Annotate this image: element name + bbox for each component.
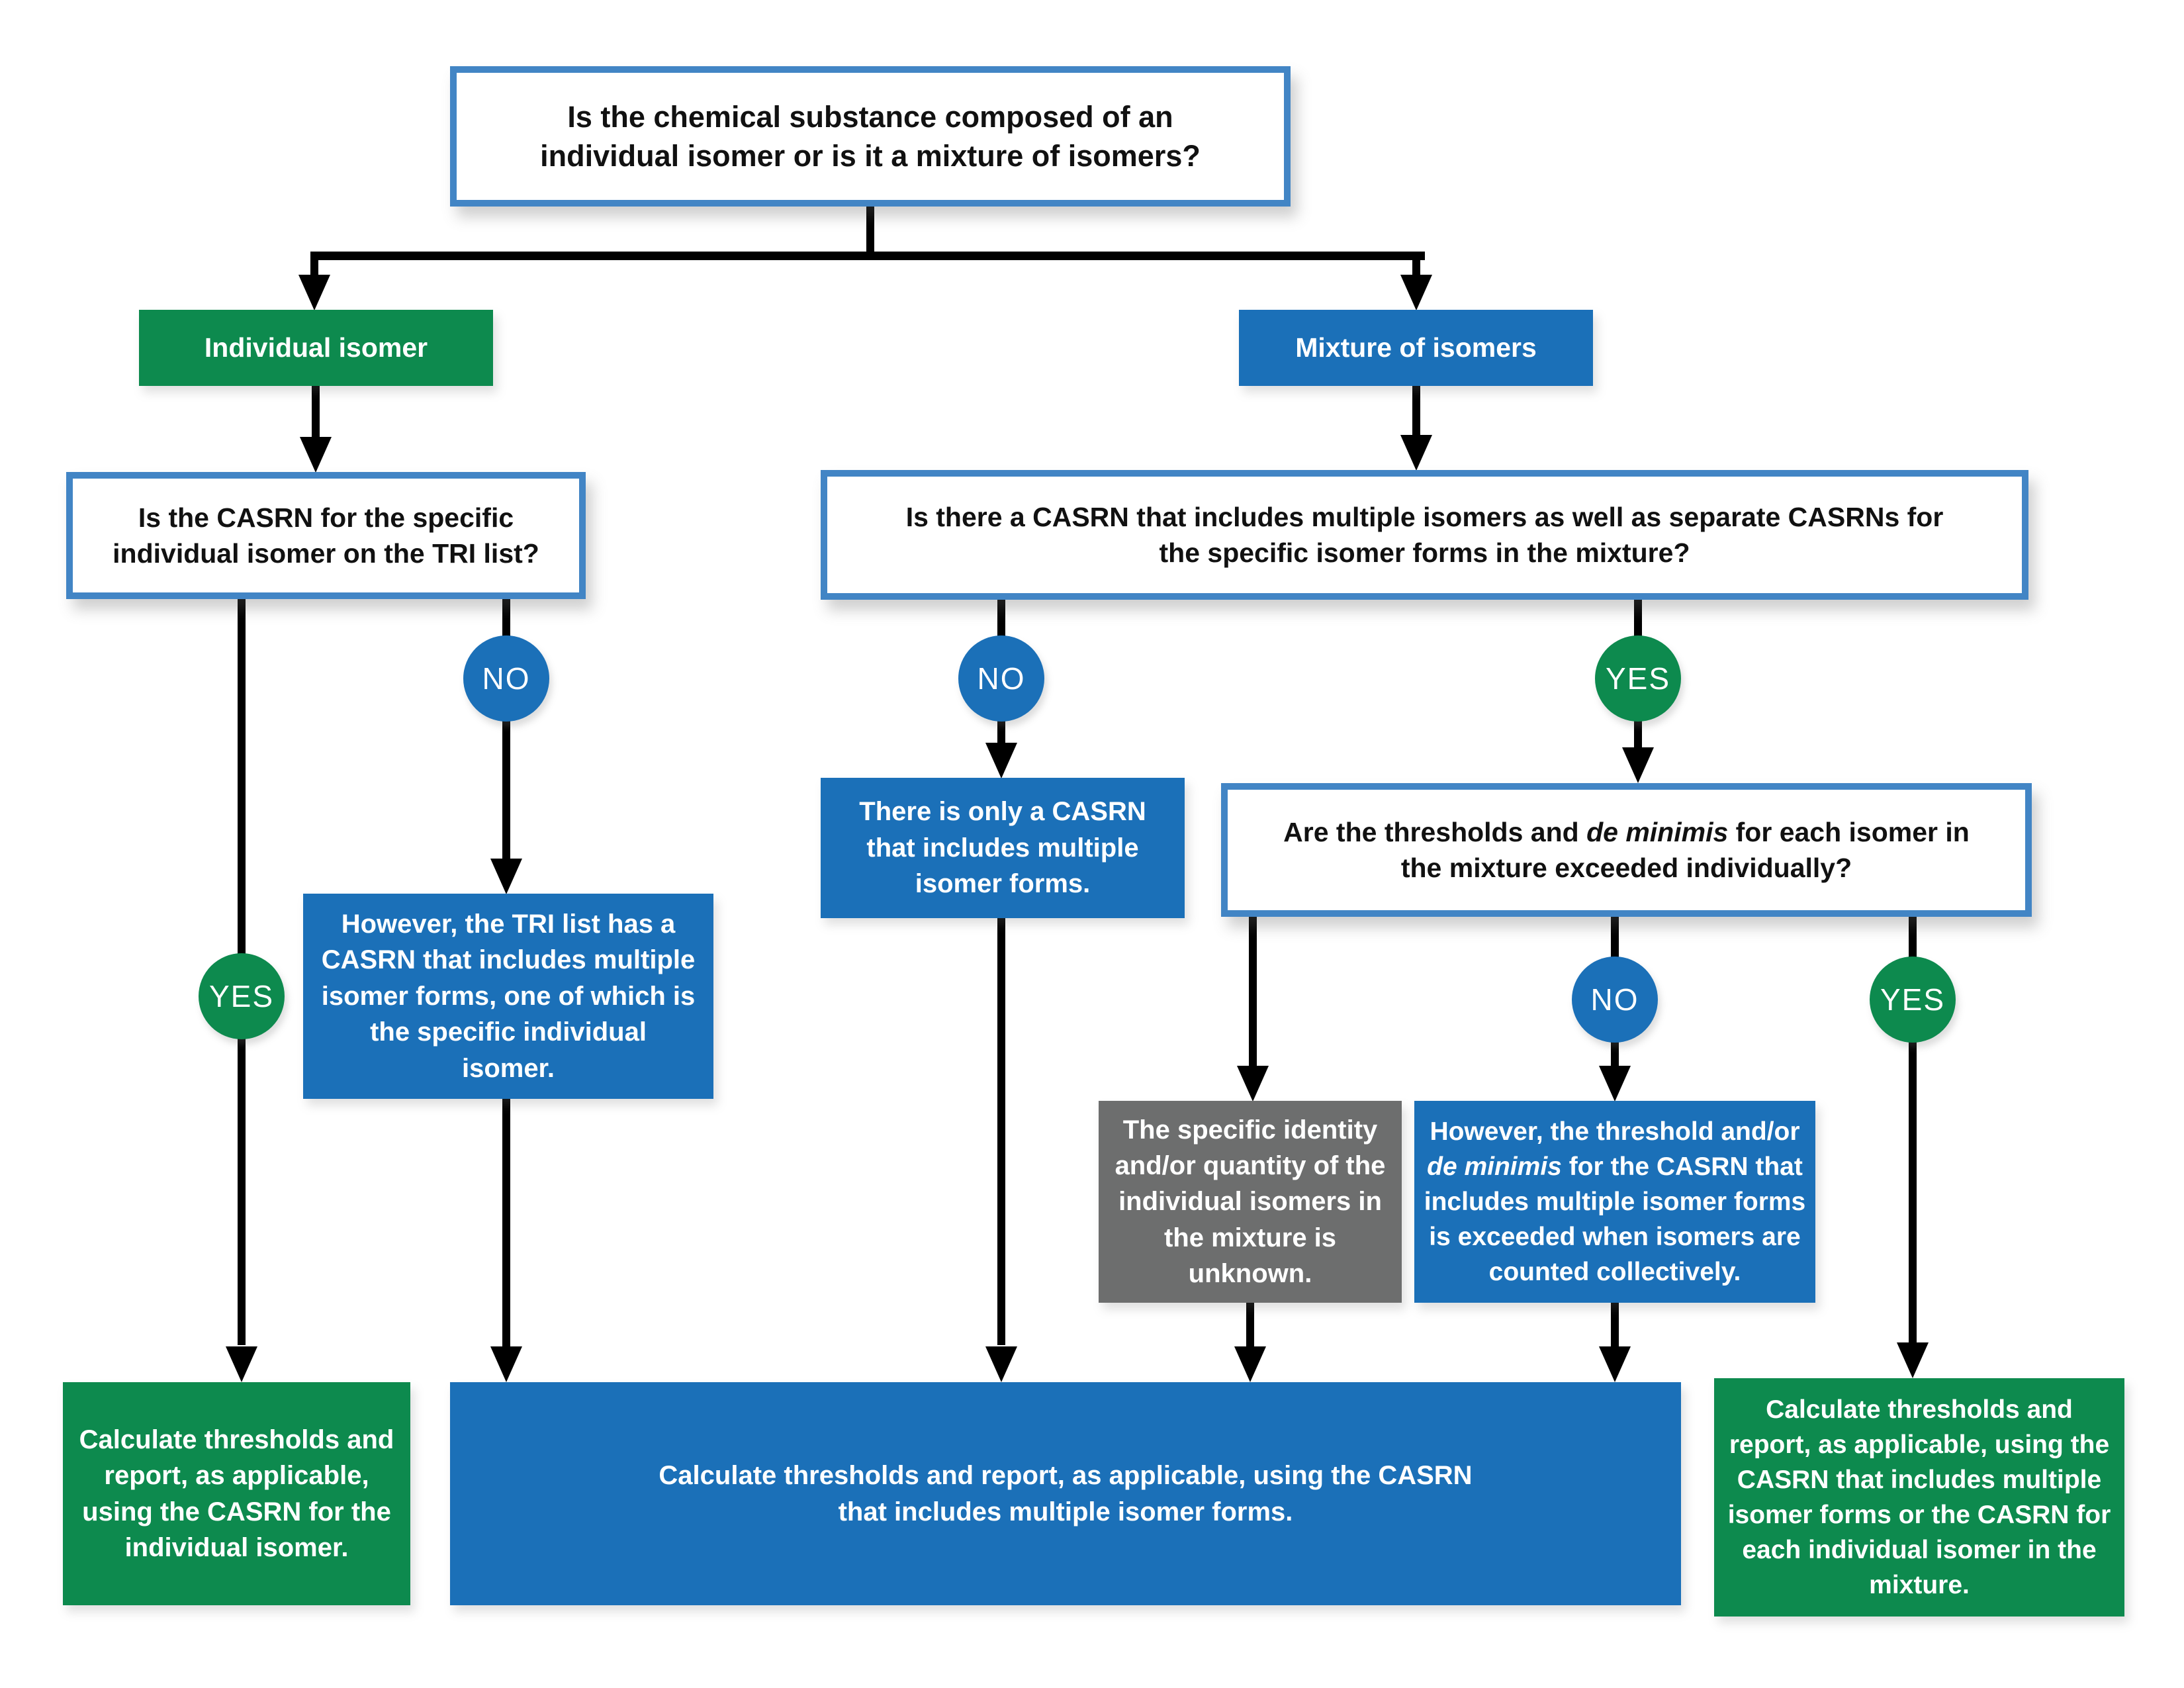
path-unknown-identity bbox=[1249, 917, 1257, 1067]
connector-individual-question bbox=[312, 386, 320, 438]
arrowhead-mixture-question bbox=[1400, 435, 1432, 471]
individual-branch-label: Individual isomer bbox=[204, 332, 428, 363]
arrowhead-outcome-individual bbox=[226, 1346, 257, 1382]
thresholds-question-seg1: Are the thresholds and bbox=[1283, 816, 1587, 847]
connector-to-mixture bbox=[1412, 252, 1420, 277]
arrowhead-outcome-either bbox=[1897, 1342, 1929, 1378]
arrowhead-individual-branch bbox=[298, 275, 330, 310]
however-threshold-seg2: for the CASRN that includes multiple iso… bbox=[1424, 1152, 1806, 1287]
outcome-individual-box: Calculate thresholds and report, as appl… bbox=[63, 1382, 410, 1605]
mixture-yes-circle: YES bbox=[1595, 635, 1681, 722]
arrowhead-unknown-identity bbox=[1237, 1066, 1269, 1102]
mixture-question-text: Is there a CASRN that includes multiple … bbox=[905, 501, 1944, 568]
arrowhead-big-blue-3 bbox=[1234, 1346, 1266, 1382]
path-unknown-out bbox=[1246, 1303, 1254, 1346]
however-tri-box: However, the TRI list has a CASRN that i… bbox=[303, 894, 713, 1099]
thresholds-no-circle: NO bbox=[1572, 957, 1658, 1043]
path-only-casrn-out bbox=[997, 918, 1005, 1345]
outcome-individual-text: Calculate thresholds and report, as appl… bbox=[79, 1425, 394, 1562]
outcome-multiple-text: Calculate thresholds and report, as appl… bbox=[659, 1461, 1473, 1526]
thresholds-question-de-minimis: de minimis bbox=[1586, 816, 1729, 847]
thresholds-question-box: Are the thresholds and de minimis for ea… bbox=[1221, 783, 2032, 917]
outcome-either-text: Calculate thresholds and report, as appl… bbox=[1727, 1395, 2111, 1600]
however-threshold-seg1: However, the threshold and/or bbox=[1430, 1117, 1800, 1146]
however-tri-text: However, the TRI list has a CASRN that i… bbox=[321, 910, 696, 1083]
thresholds-question-seg2: for each isomer in the mixture exceeded … bbox=[1400, 816, 1970, 883]
outcome-either-box: Calculate thresholds and report, as appl… bbox=[1714, 1378, 2124, 1617]
individual-question-box: Is the CASRN for the specific individual… bbox=[66, 472, 586, 599]
however-threshold-text: However, the threshold and/or de minimis… bbox=[1422, 1114, 1807, 1289]
top-question-text: Is the chemical substance composed of an… bbox=[540, 99, 1201, 173]
outcome-multiple-box: Calculate thresholds and report, as appl… bbox=[450, 1382, 1681, 1605]
mixture-yes-label: YES bbox=[1605, 661, 1671, 696]
individual-branch-box: Individual isomer bbox=[139, 310, 493, 386]
arrowhead-big-blue-2 bbox=[985, 1346, 1017, 1382]
thresholds-no-label: NO bbox=[1590, 982, 1639, 1017]
however-threshold-de-minimis: de minimis bbox=[1427, 1152, 1562, 1181]
connector-top-stem bbox=[866, 207, 874, 253]
individual-question-text: Is the CASRN for the specific individual… bbox=[113, 502, 539, 569]
connector-branch-bar bbox=[310, 252, 1425, 260]
connector-to-individual bbox=[310, 252, 318, 277]
individual-yes-circle: YES bbox=[199, 953, 285, 1039]
individual-yes-label: YES bbox=[208, 979, 275, 1013]
arrowhead-only-casrn bbox=[985, 743, 1017, 778]
path-however-threshold-out bbox=[1611, 1303, 1619, 1346]
thresholds-yes-label: YES bbox=[1880, 982, 1946, 1017]
only-casrn-text: There is only a CASRN that includes mult… bbox=[859, 797, 1146, 899]
unknown-identity-box: The specific identity and/or quantity of… bbox=[1099, 1101, 1402, 1303]
mixture-question-box: Is there a CASRN that includes multiple … bbox=[821, 470, 2028, 600]
mixture-no-circle: NO bbox=[958, 635, 1044, 722]
however-threshold-box: However, the threshold and/or de minimis… bbox=[1414, 1101, 1815, 1303]
top-question-box: Is the chemical substance composed of an… bbox=[450, 66, 1291, 207]
individual-no-label: NO bbox=[482, 661, 531, 696]
individual-no-circle: NO bbox=[463, 635, 549, 722]
arrowhead-mixture-branch bbox=[1400, 275, 1432, 310]
path-however-tri-out bbox=[502, 1099, 510, 1346]
arrowhead-big-blue-1 bbox=[490, 1346, 522, 1382]
arrowhead-however-threshold bbox=[1599, 1066, 1631, 1102]
unknown-identity-text: The specific identity and/or quantity of… bbox=[1115, 1115, 1386, 1289]
arrowhead-however-tri bbox=[490, 859, 522, 894]
arrowhead-thresholds-question bbox=[1622, 747, 1654, 783]
connector-mixture-question bbox=[1412, 386, 1420, 436]
arrowhead-individual-question bbox=[300, 437, 332, 473]
mixture-no-label: NO bbox=[977, 661, 1026, 696]
mixture-branch-label: Mixture of isomers bbox=[1295, 332, 1537, 363]
mixture-branch-box: Mixture of isomers bbox=[1239, 310, 1593, 386]
thresholds-yes-circle: YES bbox=[1870, 957, 1956, 1043]
arrowhead-big-blue-4 bbox=[1599, 1346, 1631, 1382]
only-casrn-box: There is only a CASRN that includes mult… bbox=[821, 778, 1185, 918]
thresholds-question-text: Are the thresholds and de minimis for ea… bbox=[1264, 814, 1989, 886]
